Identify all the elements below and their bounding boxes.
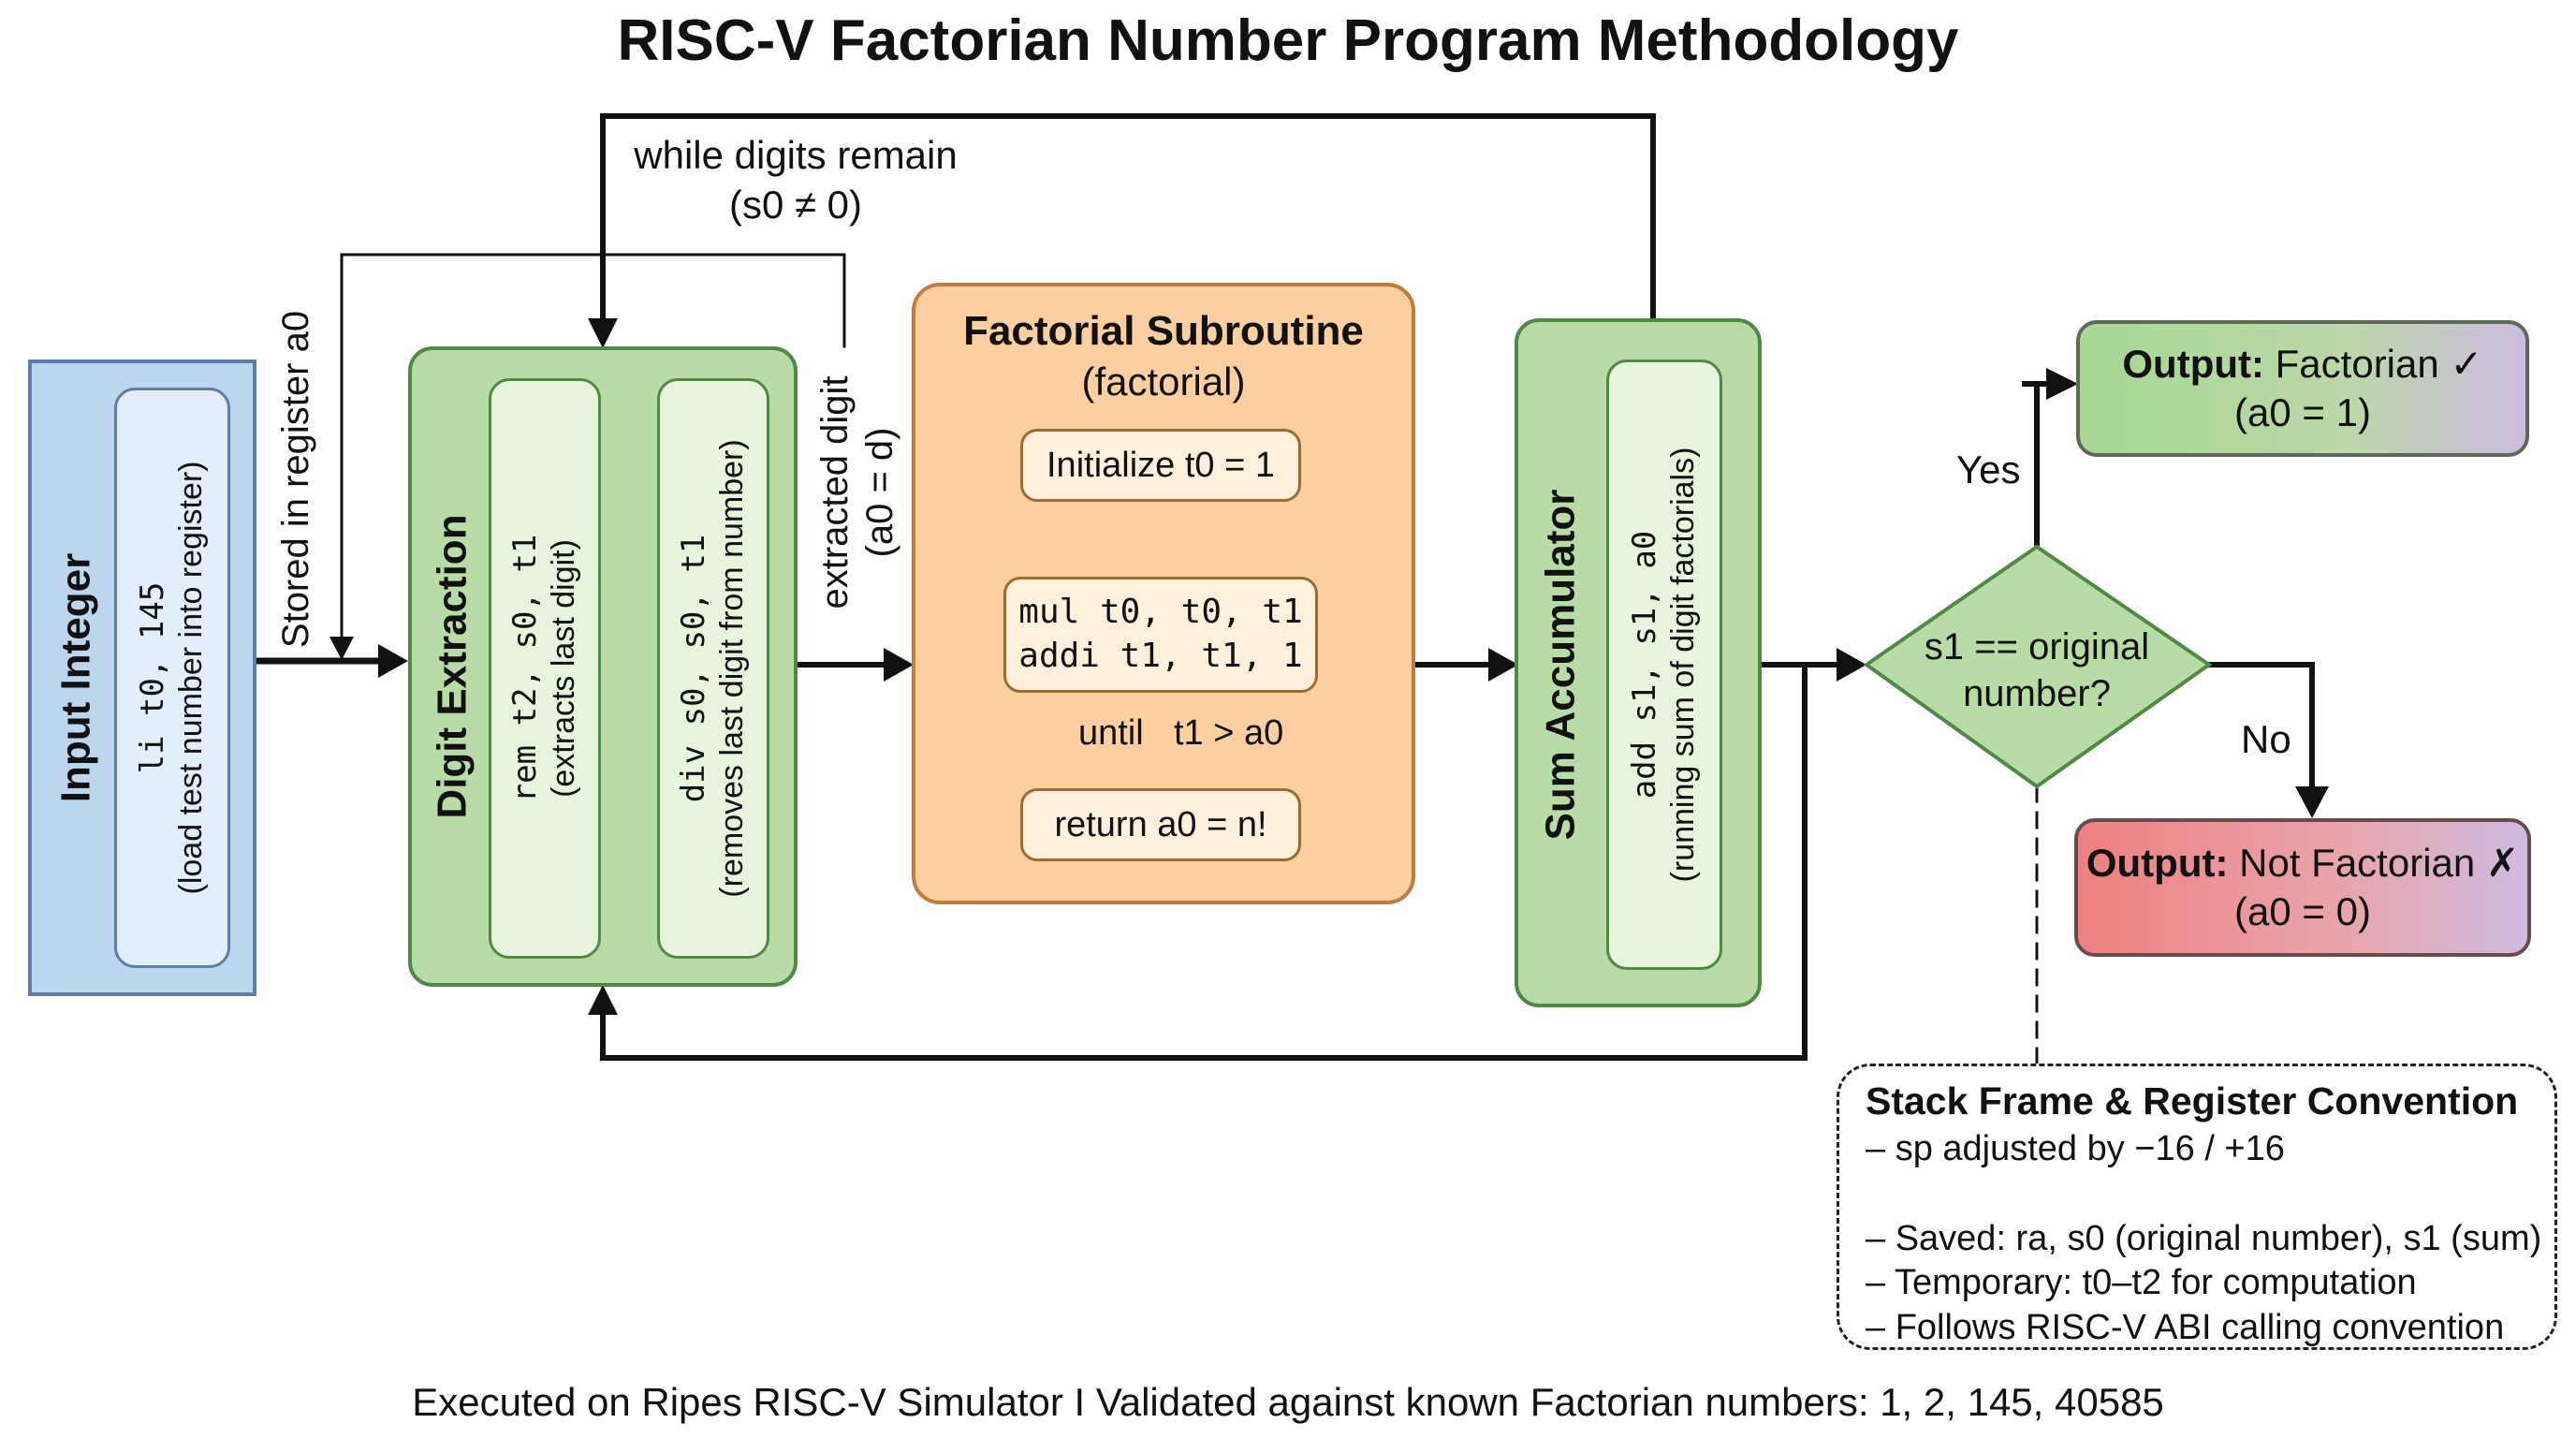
input-code-box	[114, 388, 230, 968]
while-label: while digits remain (s0 ≠ 0)	[618, 131, 973, 229]
sum-code: add s1, s1, a0	[1626, 530, 1664, 800]
output-no-text: Not Factorian ✗	[2239, 840, 2520, 885]
arrowhead-factorial-left	[884, 648, 914, 682]
page-title: RISC-V Factorian Number Program Methodol…	[617, 8, 1959, 73]
digit-extraction-heading: Digit Extraction	[429, 514, 476, 819]
arrowhead-sum-left	[1488, 648, 1518, 682]
arrowhead-digit-left	[378, 644, 408, 678]
decision-line1: s1 == original	[1924, 626, 2150, 668]
stored-label: Stored in register a0	[275, 310, 316, 649]
sum-code-box	[1606, 360, 1722, 970]
extracted-label: extracted digit (a0 = d)	[812, 375, 902, 609]
factorial-subheading: (factorial)	[1081, 360, 1246, 404]
rem-box	[489, 378, 601, 959]
rem-code: rem t2, s0, t1	[506, 534, 545, 803]
extracted-label-line1: extracted digit	[814, 375, 856, 609]
rem-text: rem t2, s0, t1 (extracts last digit)	[506, 535, 583, 803]
input-note: (load test number into register)	[173, 461, 209, 895]
stack-frame-line: – Saved: ra, s0 (original number), s1 (s…	[1866, 1218, 2542, 1258]
sum-heading: Sum Accumulator	[1537, 489, 1584, 841]
return-box: return a0 = n!	[1020, 788, 1301, 861]
stack-frame-heading: Stack Frame & Register Convention	[1866, 1079, 2519, 1123]
decision-line2: number?	[1963, 673, 2111, 714]
arrowhead-decision-left	[1837, 648, 1866, 682]
thin-loop-line	[340, 253, 846, 638]
while-label-line2: (s0 ≠ 0)	[728, 182, 863, 227]
div-note: (removes last digit from number)	[714, 439, 750, 898]
return-text: return a0 = n!	[1054, 804, 1267, 844]
while-label-line1: while digits remain	[634, 133, 958, 177]
stack-frame-note: Stack Frame & Register Convention – sp a…	[1837, 1064, 2557, 1350]
until-condition: t1 > a0	[1174, 713, 1284, 753]
input-integer-heading: Input Integer	[52, 552, 99, 803]
div-box	[657, 378, 769, 959]
output-yes-text: Factorian ✓	[2275, 341, 2483, 386]
output-factorian-box: Output: Factorian ✓ (a0 = 1)	[2076, 320, 2529, 457]
return-loop-line	[600, 662, 1808, 1061]
arrowhead-return-up	[588, 985, 618, 1015]
factorial-heading: Factorial Subroutine	[963, 308, 1364, 354]
init-box: Initialize t0 = 1	[1020, 429, 1301, 502]
output-no-value: (a0 = 0)	[2234, 889, 2371, 933]
arrowhead-yes-right	[2046, 368, 2078, 400]
stack-frame-line: – Follows RISC-V ABI calling convention	[1866, 1307, 2505, 1347]
decision-text: s1 == original number?	[1876, 624, 2198, 717]
arrow-decision-no	[2208, 662, 2315, 799]
sum-text: add s1, s1, a0 (running sum of digit fac…	[1626, 448, 1703, 883]
until-word: until	[1078, 713, 1144, 753]
footer-caption: Executed on Ripes RISC-V Simulator I Val…	[412, 1380, 2164, 1424]
while-loop-line	[600, 113, 1656, 326]
input-code: li t0, 145	[134, 581, 172, 774]
div-text: div s0, s0, t1 (removes last digit from …	[675, 439, 752, 897]
decision-diamond	[1863, 544, 2213, 789]
rem-note: (extracts last digit)	[546, 539, 581, 798]
loop-line1: mul t0, t0, t1	[1018, 593, 1303, 632]
output-no-label: Output:	[2086, 840, 2229, 885]
output-yes-label: Output:	[2122, 341, 2264, 386]
arrowhead-no-down	[2295, 786, 2329, 818]
arrowhead-thin-down	[329, 637, 354, 660]
input-code-text: li t0, 145 (load test number into regist…	[134, 462, 211, 895]
no-label: No	[2241, 717, 2291, 761]
yes-label: Yes	[1956, 448, 2021, 492]
stack-frame-line: – sp adjusted by −16 / +16	[1866, 1129, 2285, 1169]
output-not-factorian-box: Output: Not Factorian ✗ (a0 = 0)	[2074, 818, 2531, 957]
div-code: div s0, s0, t1	[675, 534, 713, 803]
output-yes-value: (a0 = 1)	[2234, 390, 2371, 434]
extracted-label-line2: (a0 = d)	[859, 427, 900, 558]
stack-frame-line: – Temporary: t0–t2 for computation	[1866, 1263, 2417, 1303]
arrow-decision-yes	[2022, 381, 2057, 546]
loop-line2: addi t1, t1, 1	[1018, 637, 1303, 675]
init-text: Initialize t0 = 1	[1046, 445, 1275, 485]
loop-body-box: mul t0, t0, t1 addi t1, t1, 1	[1003, 577, 1318, 693]
sum-note: (running sum of digit factorials)	[1665, 447, 1701, 883]
arrowhead-while-down	[588, 318, 618, 348]
